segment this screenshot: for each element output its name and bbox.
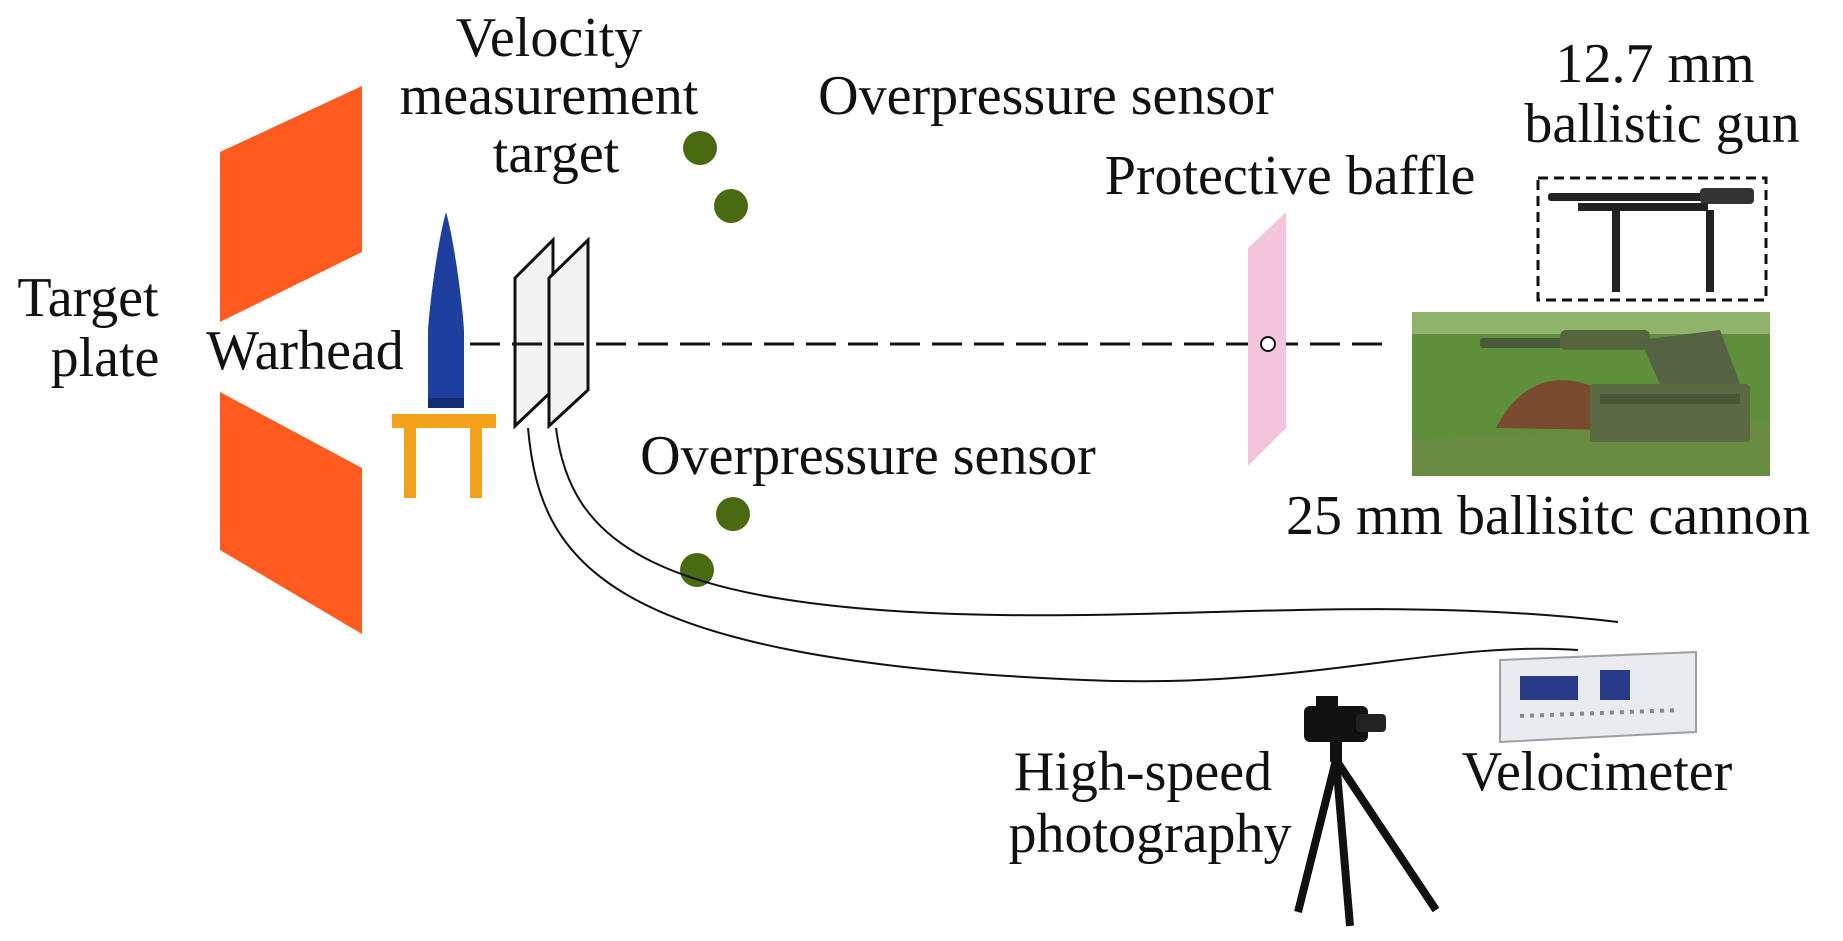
label-velocimeter: Velocimeter bbox=[1462, 741, 1733, 803]
gun-box bbox=[1536, 176, 1768, 302]
velocimeter-device bbox=[1499, 650, 1697, 744]
label-ballistic-cannon: 25 mm ballisitc cannon bbox=[1286, 485, 1810, 547]
cable bbox=[555, 427, 1619, 623]
label-overpressure-bottom: Overpressure sensor bbox=[640, 425, 1096, 487]
sensor-dot bbox=[680, 553, 714, 587]
label-target-plate: Target plate bbox=[17, 267, 172, 389]
baffle-hole bbox=[1260, 336, 1276, 352]
target-plate-upper bbox=[220, 86, 362, 322]
sensor-dot bbox=[683, 131, 717, 165]
warhead-stand-top bbox=[392, 414, 496, 428]
warhead-assembly bbox=[392, 212, 496, 498]
label-warhead: Warhead bbox=[206, 320, 404, 382]
warhead-stand-leg-left bbox=[404, 428, 416, 498]
ballistic-gun-127 bbox=[1536, 176, 1768, 302]
high-speed-camera bbox=[1294, 696, 1440, 927]
label-high-speed: High-speed photography bbox=[1008, 741, 1291, 865]
warhead bbox=[428, 212, 464, 408]
label-protective-baffle: Protective baffle bbox=[1105, 145, 1476, 207]
overpressure-sensors bbox=[680, 131, 750, 587]
warhead-stand-leg-right bbox=[470, 428, 482, 498]
sensor-dot bbox=[716, 497, 750, 531]
target-plate bbox=[220, 86, 362, 634]
label-velocity-target: Velocity measurement target bbox=[400, 7, 713, 185]
target-plate-lower bbox=[220, 392, 362, 634]
label-ballistic-gun: 12.7 mm ballistic gun bbox=[1524, 33, 1799, 155]
cable bbox=[527, 427, 1579, 683]
label-overpressure-top: Overpressure sensor bbox=[818, 65, 1274, 127]
sensor-dot bbox=[714, 189, 748, 223]
cannon-photo-25mm bbox=[1412, 312, 1770, 476]
velocity-measurement-target bbox=[513, 236, 590, 430]
